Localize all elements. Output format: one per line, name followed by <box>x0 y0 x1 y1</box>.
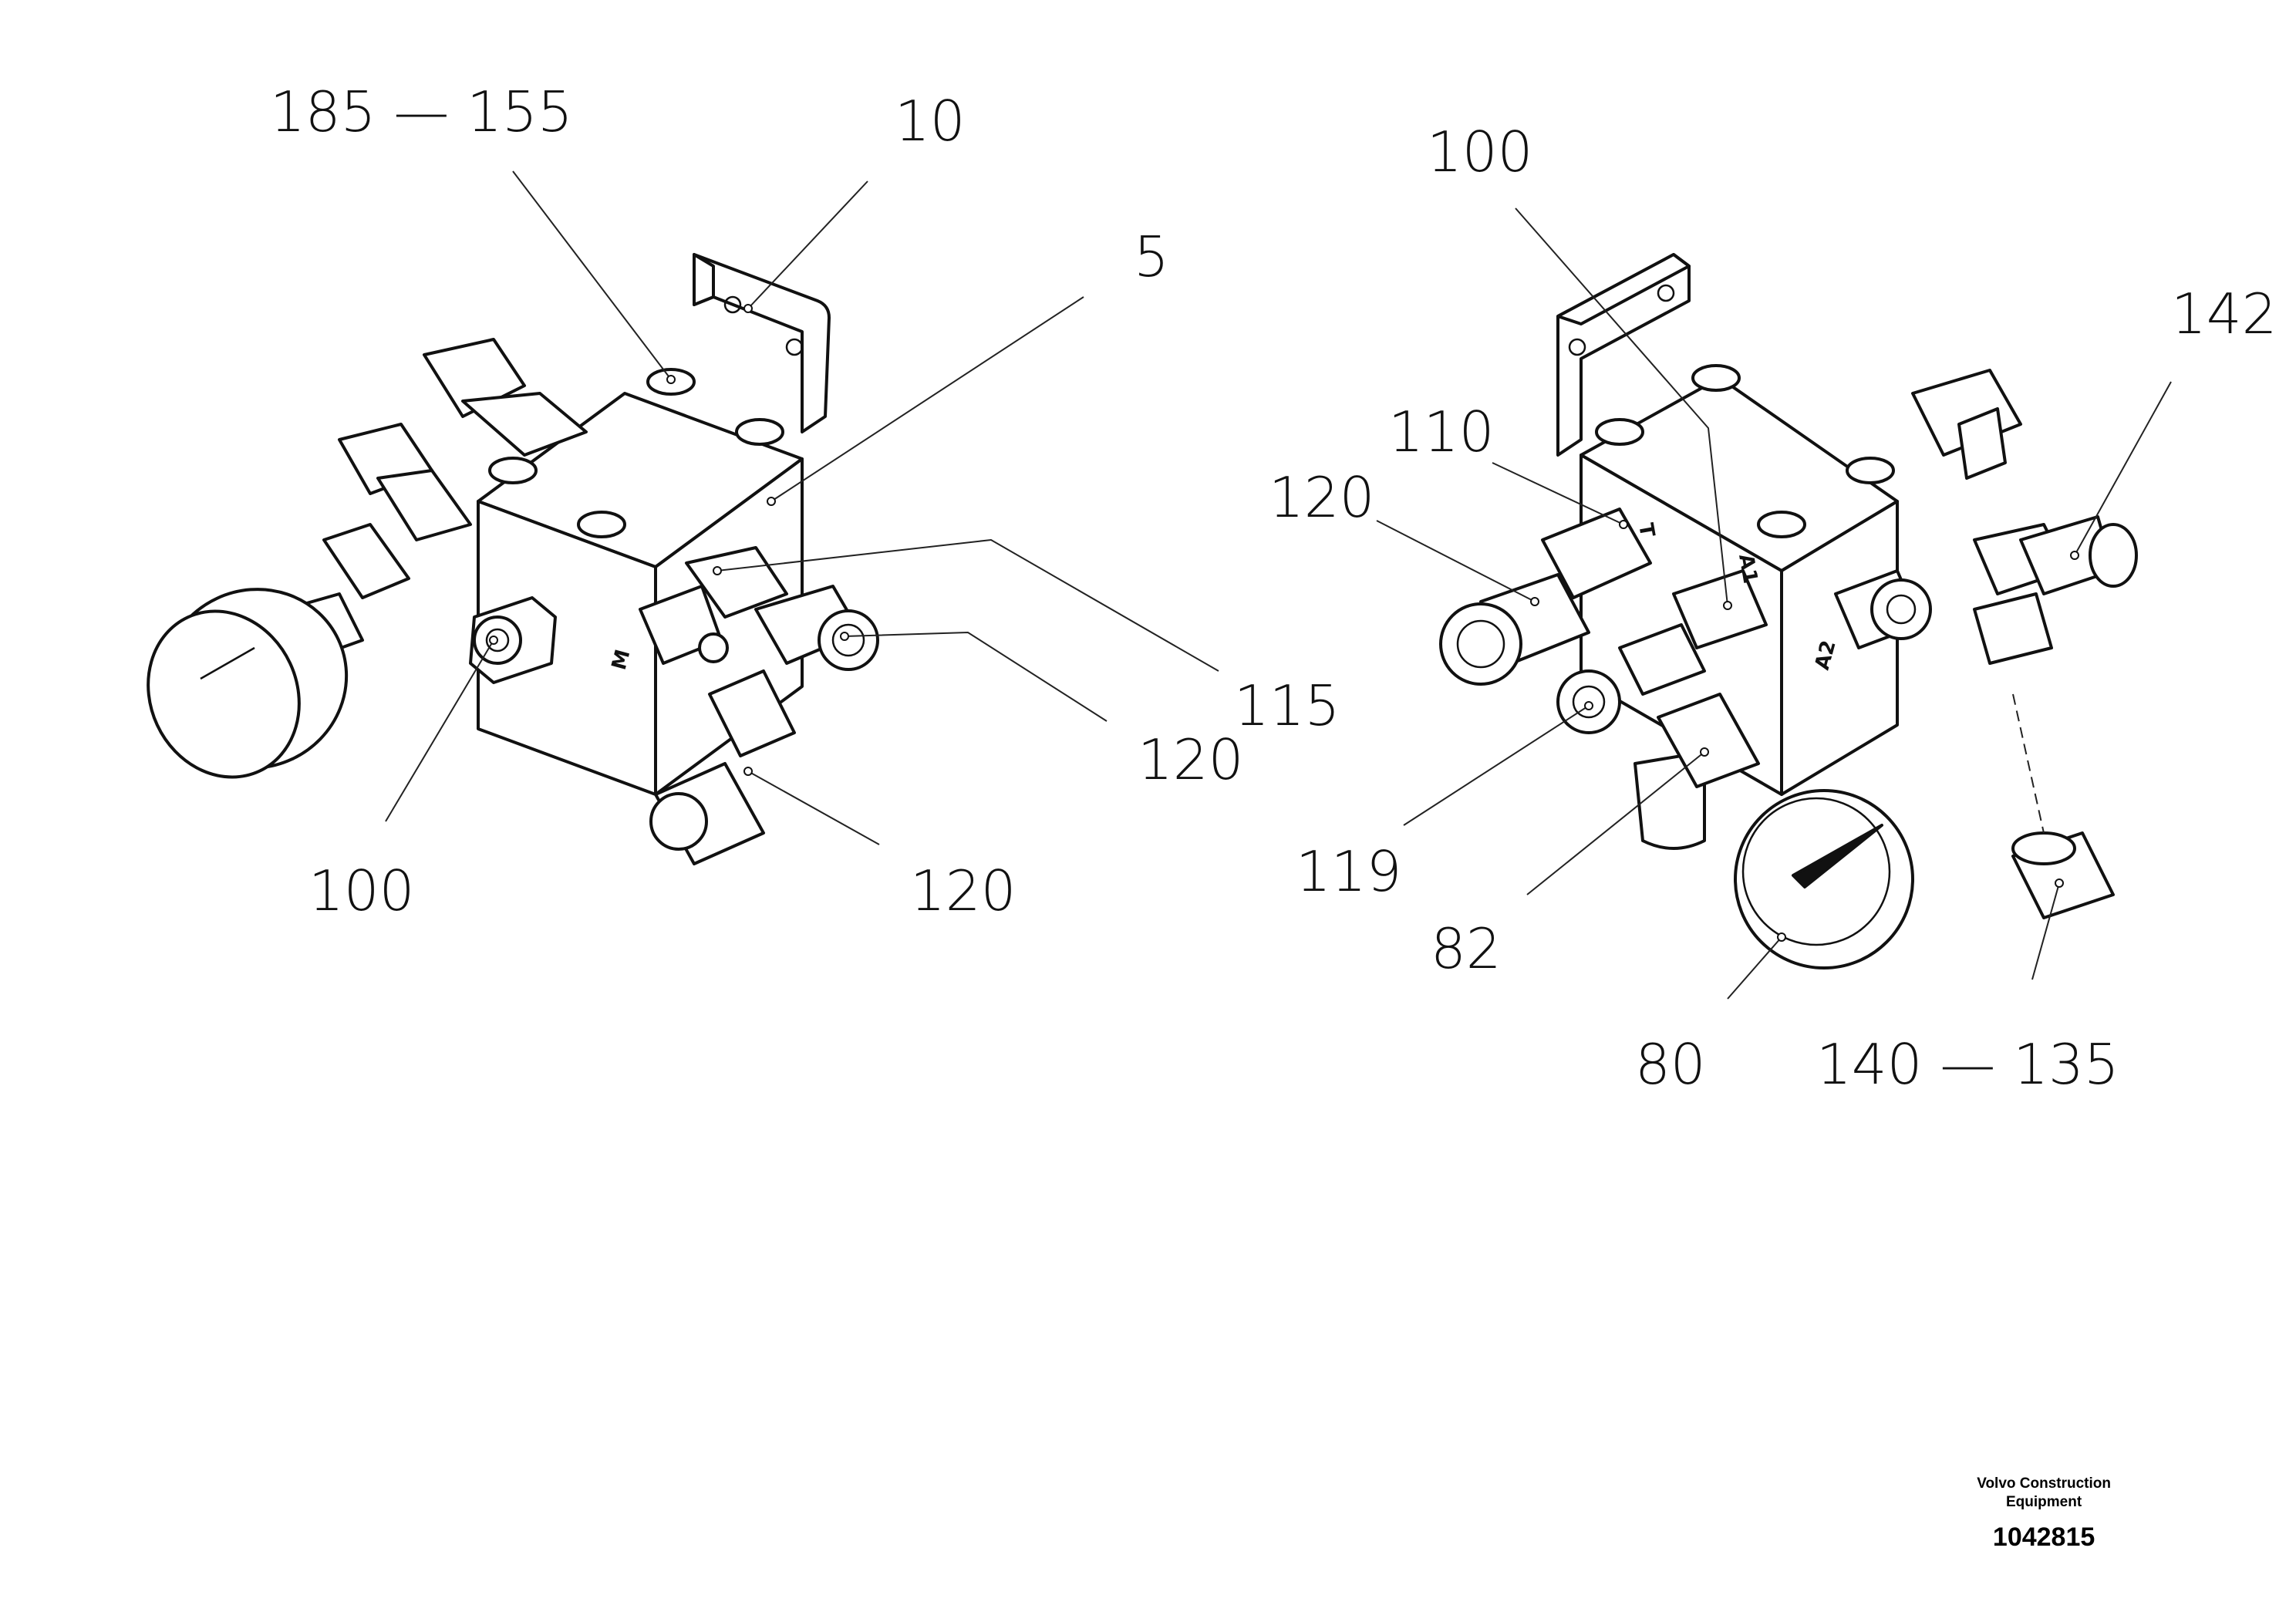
callout-10-left: 10 <box>895 89 966 153</box>
right-mounting-bracket <box>1556 253 1691 457</box>
right-pressure-gauge <box>1657 693 1914 969</box>
right-test-cap <box>2011 831 2115 919</box>
left-leader-lines <box>385 170 1219 845</box>
callout-140-135-right: 140 — 135 <box>1816 1032 2119 1097</box>
right-port-mark-a1: A1 <box>1734 552 1762 585</box>
right-assembly: T A1 A2 <box>1439 253 2138 969</box>
left-valve-block <box>477 392 804 796</box>
footer-block: Volvo Construction Equipment 1042815 <box>1977 1475 2111 1553</box>
right-t-port-fittings <box>1439 508 1652 686</box>
left-top-bolts <box>488 368 784 538</box>
left-mounting-bracket <box>693 253 831 433</box>
left-assembly: M <box>147 253 879 865</box>
callout-82-right: 82 <box>1431 916 1502 981</box>
callout-119-right: 119 <box>1296 839 1401 904</box>
left-upper-fittings <box>322 338 588 599</box>
right-a1-port-fittings <box>1556 569 1768 734</box>
right-a2-port-fitting <box>1834 569 1932 649</box>
callout-80-right: 80 <box>1635 1032 1706 1097</box>
callout-142-right: 142 <box>2171 282 2277 346</box>
right-leader-lines <box>1376 207 2172 1000</box>
callout-100-left: 100 <box>308 858 414 923</box>
left-side-fittings <box>639 546 879 865</box>
callout-185-155-left: 185 — 155 <box>270 79 573 144</box>
callout-100-right: 100 <box>1427 120 1532 184</box>
callout-120-right: 120 <box>1269 465 1374 530</box>
brand-line-2: Equipment <box>2006 1494 2082 1510</box>
right-tee-fittings <box>1911 369 2138 665</box>
callout-120a-left: 120 <box>1138 727 1243 792</box>
callout-110-right: 110 <box>1388 400 1494 464</box>
brand-line-1: Volvo Construction <box>1977 1475 2111 1492</box>
callout-115-left: 115 <box>1234 673 1340 738</box>
right-bottom-pipe <box>1633 750 1706 850</box>
callout-120b-left: 120 <box>910 858 1016 923</box>
left-pressure-gauge <box>147 588 364 779</box>
right-port-mark-t: T <box>1633 521 1659 539</box>
document-number: 1042815 <box>1992 1523 2095 1552</box>
right-axis-line <box>2012 693 2045 834</box>
right-top-bolts <box>1595 364 1895 538</box>
callout-5-left: 5 <box>1134 224 1169 289</box>
